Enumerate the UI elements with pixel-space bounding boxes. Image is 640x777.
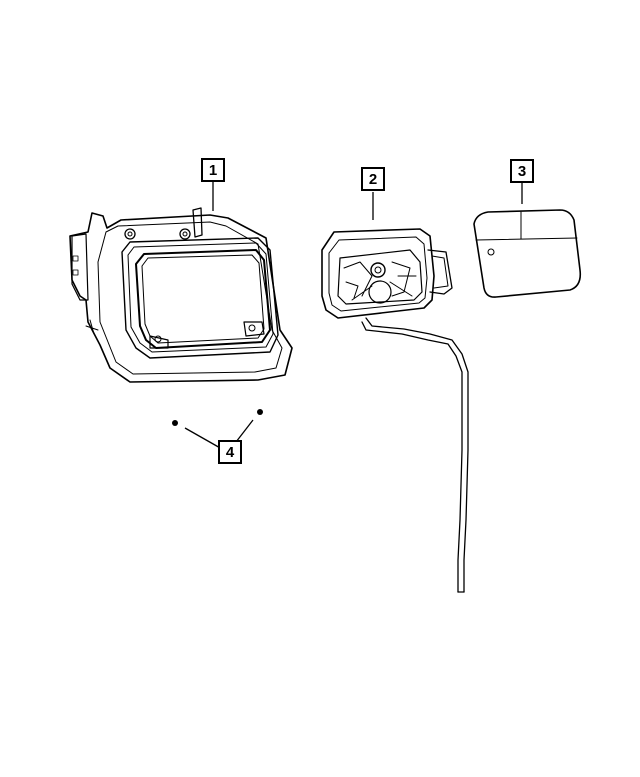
leader-line-4a [184, 427, 223, 450]
fuel-door-panel-icon[interactable] [473, 209, 582, 298]
callout-label: 1 [209, 162, 217, 179]
fuel-filler-housing-icon[interactable] [69, 207, 293, 383]
callout-3: 3 [510, 159, 534, 183]
fuel-door-hinge-assembly-icon[interactable] [321, 228, 469, 593]
callout-1: 1 [201, 158, 225, 182]
callout-4: 4 [218, 440, 242, 464]
fastener-icon[interactable] [172, 409, 263, 426]
callout-label: 3 [518, 163, 526, 180]
callout-2: 2 [361, 167, 385, 191]
leader-line-4b [235, 419, 254, 443]
callout-label: 2 [369, 171, 377, 188]
callout-label: 4 [226, 444, 235, 461]
